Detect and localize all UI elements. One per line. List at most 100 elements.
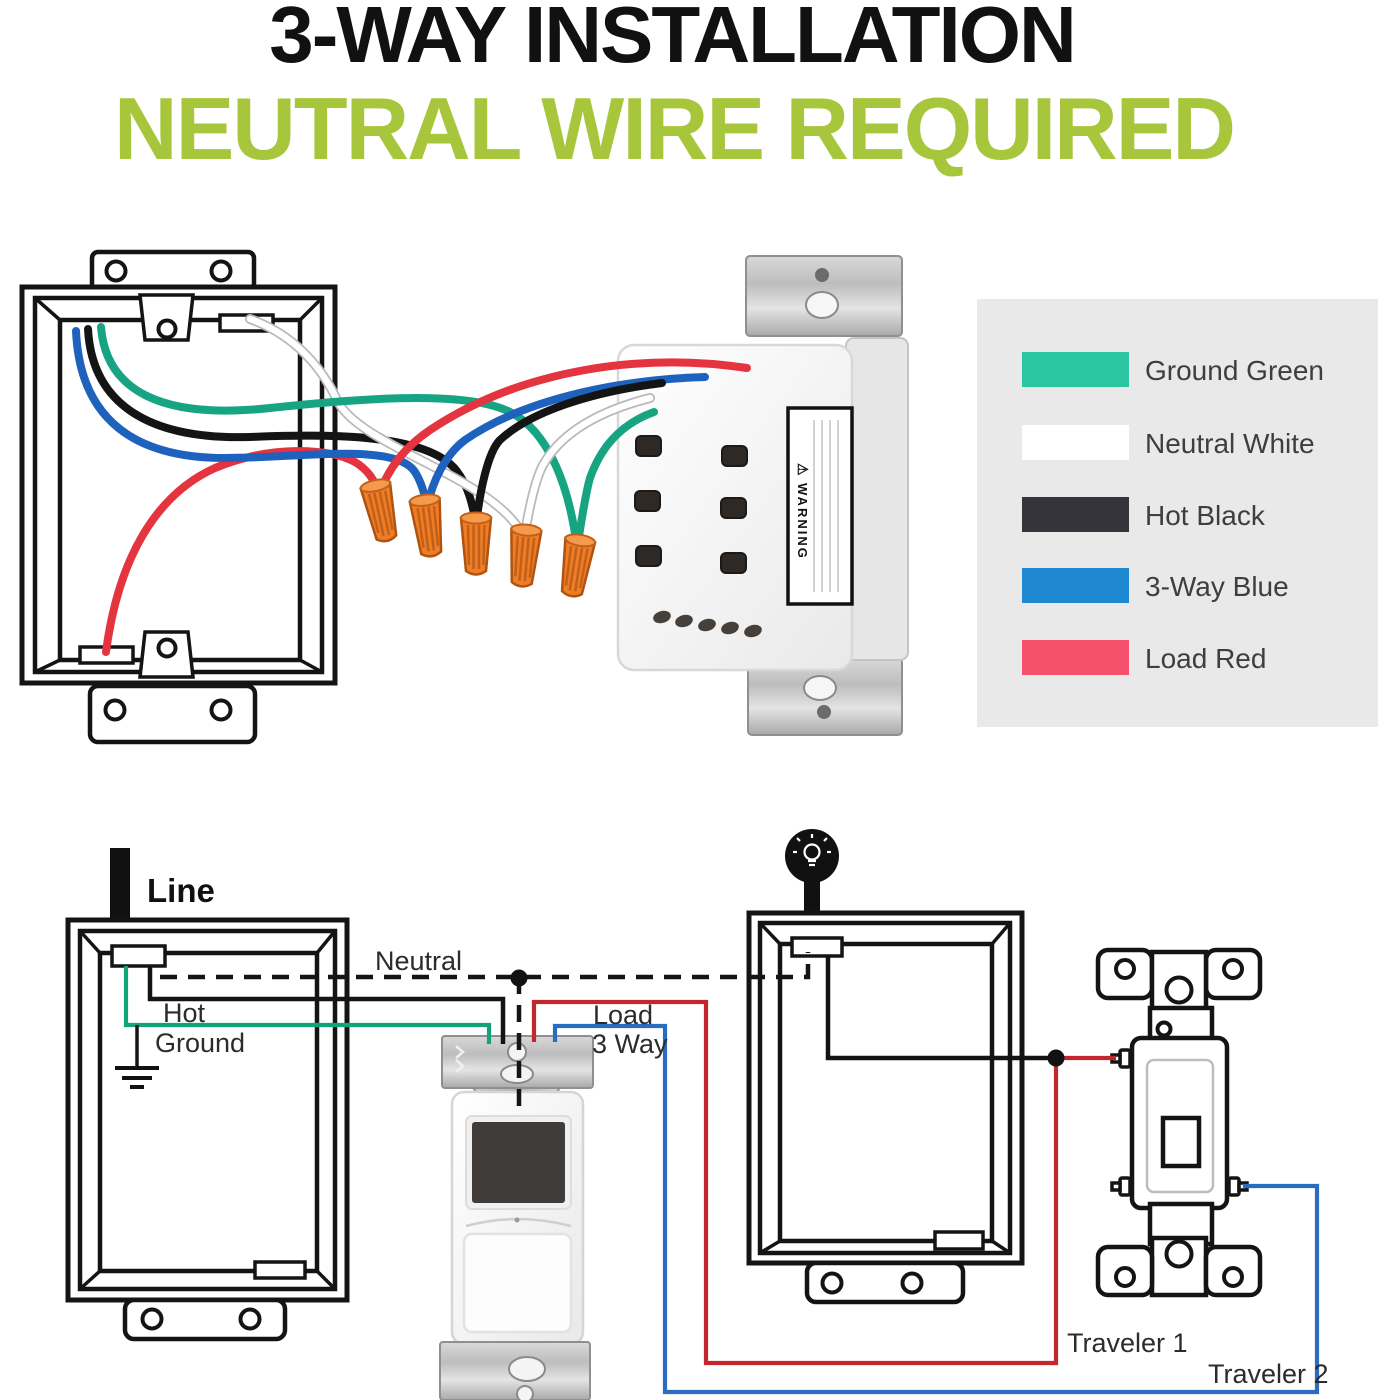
box-opening bbox=[97, 950, 320, 1274]
box-opening bbox=[777, 941, 995, 1244]
smart-switch-device: ⚠ WARNING bbox=[616, 255, 909, 736]
traveler2-label: Traveler 2 bbox=[1208, 1359, 1329, 1389]
three-way-label: 3 Way bbox=[592, 1029, 668, 1059]
screw-hole bbox=[820, 1271, 844, 1295]
page-title: 3-WAY INSTALLATION NEUTRAL WIRE REQUIRED bbox=[114, 0, 1236, 178]
green-wire-from-switch bbox=[573, 408, 658, 552]
legend-label-ground-green: Ground Green bbox=[1145, 355, 1324, 386]
terminal-holes bbox=[634, 435, 748, 574]
terminal-hole bbox=[720, 552, 747, 574]
seam-dot bbox=[514, 1217, 520, 1223]
terminal-hole bbox=[635, 545, 662, 567]
wire-nut-red bbox=[359, 478, 398, 543]
legend-swatch-3way-blue bbox=[1022, 568, 1129, 603]
strap-screw-hole bbox=[1164, 1239, 1194, 1269]
ground-wire bbox=[123, 966, 492, 1044]
lower-schematic: Line bbox=[65, 829, 1329, 1400]
cable-clamp bbox=[933, 1230, 985, 1251]
warning-icon: ⚠ bbox=[795, 463, 811, 476]
device-side-face bbox=[845, 337, 909, 661]
terminal-screw-tip bbox=[1110, 1181, 1122, 1192]
vent bbox=[675, 614, 693, 628]
upper-electrical-box bbox=[19, 249, 338, 745]
white-wire-from-switch bbox=[520, 394, 654, 542]
legend-swatch-ground-green bbox=[1022, 352, 1129, 387]
upper-wires bbox=[72, 314, 751, 656]
screw-hole bbox=[103, 698, 127, 722]
load-label: Load bbox=[593, 1000, 653, 1030]
ground-label: Ground bbox=[155, 1028, 245, 1058]
timer-switch-device bbox=[439, 1035, 594, 1400]
strap-hole bbox=[1114, 958, 1136, 980]
box-inner-wall bbox=[757, 920, 1013, 1256]
hot-label: Hot bbox=[163, 998, 206, 1028]
bracket-slot bbox=[803, 675, 837, 701]
terminal-hole bbox=[721, 445, 748, 467]
wire-nut-blue bbox=[408, 493, 443, 558]
strap-hole bbox=[1222, 1266, 1244, 1288]
clamp-screw bbox=[156, 318, 178, 340]
legend-label-load-red: Load Red bbox=[1145, 643, 1266, 674]
screw-hole bbox=[140, 1307, 164, 1331]
wire-nut-white bbox=[510, 523, 543, 588]
terminal-hole bbox=[720, 497, 747, 519]
traveler1-label: Traveler 1 bbox=[1067, 1328, 1188, 1358]
neutral-junction-dot bbox=[510, 969, 528, 987]
wire-nuts bbox=[359, 478, 597, 598]
vent bbox=[698, 618, 716, 632]
bracket-screw-hole bbox=[815, 268, 829, 282]
ground-symbol-icon bbox=[115, 1066, 159, 1089]
box-bevel-lines bbox=[78, 929, 337, 1291]
neutral-wire-dashed bbox=[160, 952, 811, 980]
red-wire-from-switch bbox=[375, 358, 751, 499]
schematic-conductors bbox=[115, 952, 1320, 1395]
screw-hole bbox=[209, 698, 233, 722]
bracket-screw-hole bbox=[817, 705, 831, 719]
legend-label-3way-blue: 3-Way Blue bbox=[1145, 571, 1289, 602]
title-line-1: 3-WAY INSTALLATION bbox=[269, 0, 1075, 79]
strap-hole bbox=[1114, 1266, 1136, 1288]
line-conduit-bar bbox=[110, 848, 130, 922]
terminal-hole bbox=[634, 490, 661, 512]
box-bevel-lines bbox=[33, 296, 324, 674]
bracket-screw-hole bbox=[516, 1385, 534, 1400]
terminal-hole bbox=[635, 435, 662, 457]
bracket-slot bbox=[805, 291, 839, 319]
screw-hole bbox=[209, 259, 233, 283]
legend-swatch-hot-black bbox=[1022, 497, 1129, 532]
timer-screen bbox=[472, 1122, 565, 1203]
neutral-label: Neutral bbox=[375, 946, 462, 976]
bracket-arrow-marks bbox=[455, 1045, 465, 1073]
clamp-screw bbox=[156, 637, 178, 659]
three-way-toggle-switch bbox=[1095, 947, 1263, 1298]
warning-label-text: WARNING bbox=[795, 483, 810, 560]
legend-label-hot-black: Hot Black bbox=[1145, 500, 1266, 531]
screw-hole bbox=[104, 259, 128, 283]
vent bbox=[653, 610, 671, 624]
light-bulb-glyph bbox=[793, 834, 831, 867]
housing-inner-plate bbox=[1145, 1058, 1215, 1194]
strap-screw-hole bbox=[1164, 975, 1194, 1005]
wire-color-legend: Ground Green Neutral White Hot Black 3-W… bbox=[977, 299, 1378, 727]
wire-nut-green bbox=[560, 533, 597, 598]
wire-nut-black bbox=[459, 511, 493, 576]
light-bulb-icon bbox=[785, 829, 839, 883]
three-way-blue-wire bbox=[552, 1023, 1320, 1395]
cable-clamp-top bbox=[138, 293, 195, 342]
schematic-box-right bbox=[746, 829, 1025, 1305]
timer-rocker bbox=[462, 1232, 573, 1334]
title-line-2: NEUTRAL WIRE REQUIRED bbox=[114, 79, 1234, 178]
warning-label: ⚠ WARNING bbox=[786, 406, 854, 606]
blue-wire-from-switch bbox=[423, 373, 709, 512]
cable-clamp bbox=[253, 1260, 307, 1280]
black-wire-from-switch bbox=[472, 379, 666, 529]
toggle-lever bbox=[1160, 1115, 1202, 1169]
box-inner-wall bbox=[77, 928, 338, 1292]
cable-clamp bbox=[110, 944, 167, 968]
box-bottom-tab bbox=[804, 1260, 966, 1305]
load-junction-dot bbox=[1047, 1049, 1065, 1067]
screw-hole bbox=[238, 1307, 262, 1331]
switched-hot-wire bbox=[825, 956, 1048, 1061]
